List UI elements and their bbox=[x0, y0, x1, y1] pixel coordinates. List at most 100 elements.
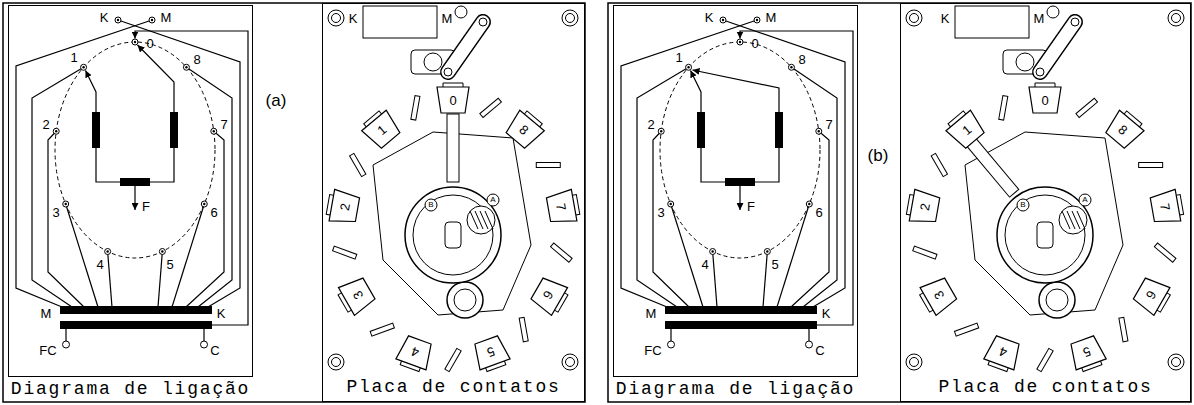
tap-wire bbox=[108, 251, 112, 307]
tap-wire bbox=[48, 131, 84, 307]
insulating-rib bbox=[954, 323, 978, 336]
mounting-hole bbox=[910, 14, 919, 23]
contact-pad bbox=[1067, 334, 1106, 369]
winding-end-label: K bbox=[822, 307, 831, 320]
contact-dot-center bbox=[106, 250, 108, 252]
contact-wire bbox=[138, 45, 175, 112]
moving-contact bbox=[966, 137, 1019, 197]
fixed-contact bbox=[546, 189, 581, 226]
mechanism-pivot bbox=[424, 53, 442, 71]
tap-wire bbox=[186, 67, 232, 307]
contact-pad bbox=[984, 334, 1023, 369]
contact-wire bbox=[86, 71, 97, 113]
rotor-hub bbox=[445, 222, 461, 248]
contact-plate-panel: Placa de contatos bbox=[900, 3, 1191, 402]
winding-bar bbox=[60, 321, 212, 329]
resistor-symbol bbox=[775, 112, 783, 148]
rotor bbox=[997, 187, 1093, 283]
contact-number: 0 bbox=[1041, 94, 1048, 107]
contact-letter: A bbox=[490, 196, 495, 204]
fixed-contact bbox=[359, 107, 403, 151]
terminal-bolt bbox=[455, 6, 467, 18]
force-label: F bbox=[747, 200, 755, 213]
coil-hatch bbox=[480, 211, 488, 229]
tap-number: 3 bbox=[52, 206, 59, 219]
tap-number: 4 bbox=[701, 258, 708, 271]
insulating-rib bbox=[411, 96, 420, 121]
force-arrow bbox=[134, 186, 135, 210]
terminal-bracket bbox=[363, 6, 437, 38]
resistor-wire bbox=[150, 148, 174, 182]
contact-dot-center bbox=[711, 250, 713, 252]
fixed-contact bbox=[335, 275, 377, 318]
contact-dot-center bbox=[55, 130, 57, 132]
contact-dot-center bbox=[151, 19, 153, 21]
winding-bar bbox=[665, 321, 817, 329]
contact-pad bbox=[529, 275, 568, 316]
insulating-rib bbox=[370, 323, 394, 336]
contact-number: 4 bbox=[410, 345, 421, 360]
contact-number: 5 bbox=[485, 345, 496, 360]
tap-number: 4 bbox=[96, 258, 103, 271]
terminal-label: K bbox=[100, 11, 109, 24]
terminal-wire bbox=[65, 329, 66, 341]
contact-pad bbox=[1029, 87, 1061, 113]
contact-number: 3 bbox=[932, 289, 947, 302]
fixed-contact bbox=[1131, 275, 1173, 318]
insulating-rib bbox=[480, 98, 502, 117]
winding-bar bbox=[60, 306, 212, 314]
contact-dot-center bbox=[134, 41, 136, 43]
rotor bbox=[405, 187, 501, 283]
insulating-rib bbox=[333, 246, 357, 259]
mounting-hole bbox=[562, 10, 578, 26]
terminal-circle bbox=[806, 341, 813, 348]
contact-number: 6 bbox=[541, 289, 556, 302]
contact-letter: A bbox=[1082, 196, 1087, 204]
panel-label: (a) bbox=[266, 92, 287, 109]
contact-plate bbox=[325, 6, 581, 374]
diagram-panel: Diagrama de ligação bbox=[613, 5, 858, 377]
resistor-wire bbox=[96, 148, 120, 182]
contact-marker bbox=[425, 199, 437, 211]
mounting-hole bbox=[1168, 354, 1184, 370]
contact-wire bbox=[693, 70, 780, 112]
tap-number: 2 bbox=[42, 118, 49, 131]
tap-wire bbox=[66, 204, 98, 307]
lever bbox=[448, 22, 483, 72]
contact-dot-center bbox=[660, 130, 662, 132]
insulating-rib bbox=[1139, 163, 1163, 168]
tap-wire bbox=[186, 131, 224, 307]
contact-number: 7 bbox=[1158, 203, 1172, 212]
winding-bar bbox=[665, 306, 817, 314]
tap-wire bbox=[653, 131, 689, 307]
fixed-contact bbox=[917, 275, 959, 318]
tap-number: 3 bbox=[657, 206, 664, 219]
tap-number: 8 bbox=[798, 53, 805, 66]
contact-number: 2 bbox=[918, 203, 932, 212]
coil-hatch bbox=[485, 211, 493, 229]
contact-dot bbox=[658, 128, 664, 134]
terminal-label: M bbox=[1034, 12, 1045, 25]
lever bbox=[1040, 22, 1075, 72]
terminal-label: C bbox=[210, 344, 219, 357]
fixed-contact bbox=[437, 83, 469, 113]
mounting-hole bbox=[566, 14, 575, 23]
terminal-label: FC bbox=[39, 344, 56, 357]
contact-pad bbox=[909, 189, 940, 225]
resistor-symbol bbox=[725, 178, 755, 186]
contact-wire bbox=[740, 31, 853, 325]
tap-number: 7 bbox=[825, 118, 832, 131]
panel-frame bbox=[3, 3, 585, 402]
mounting-hole bbox=[1168, 10, 1184, 26]
force-arrow bbox=[739, 186, 740, 210]
winding-end-label: M bbox=[646, 307, 657, 320]
mounting-hole bbox=[562, 354, 578, 370]
contact-pad bbox=[329, 189, 360, 225]
mounting-hole bbox=[328, 354, 344, 370]
terminal-label: FC bbox=[644, 344, 661, 357]
coil-hatch bbox=[1077, 211, 1085, 229]
terminal-label: M bbox=[766, 11, 777, 24]
